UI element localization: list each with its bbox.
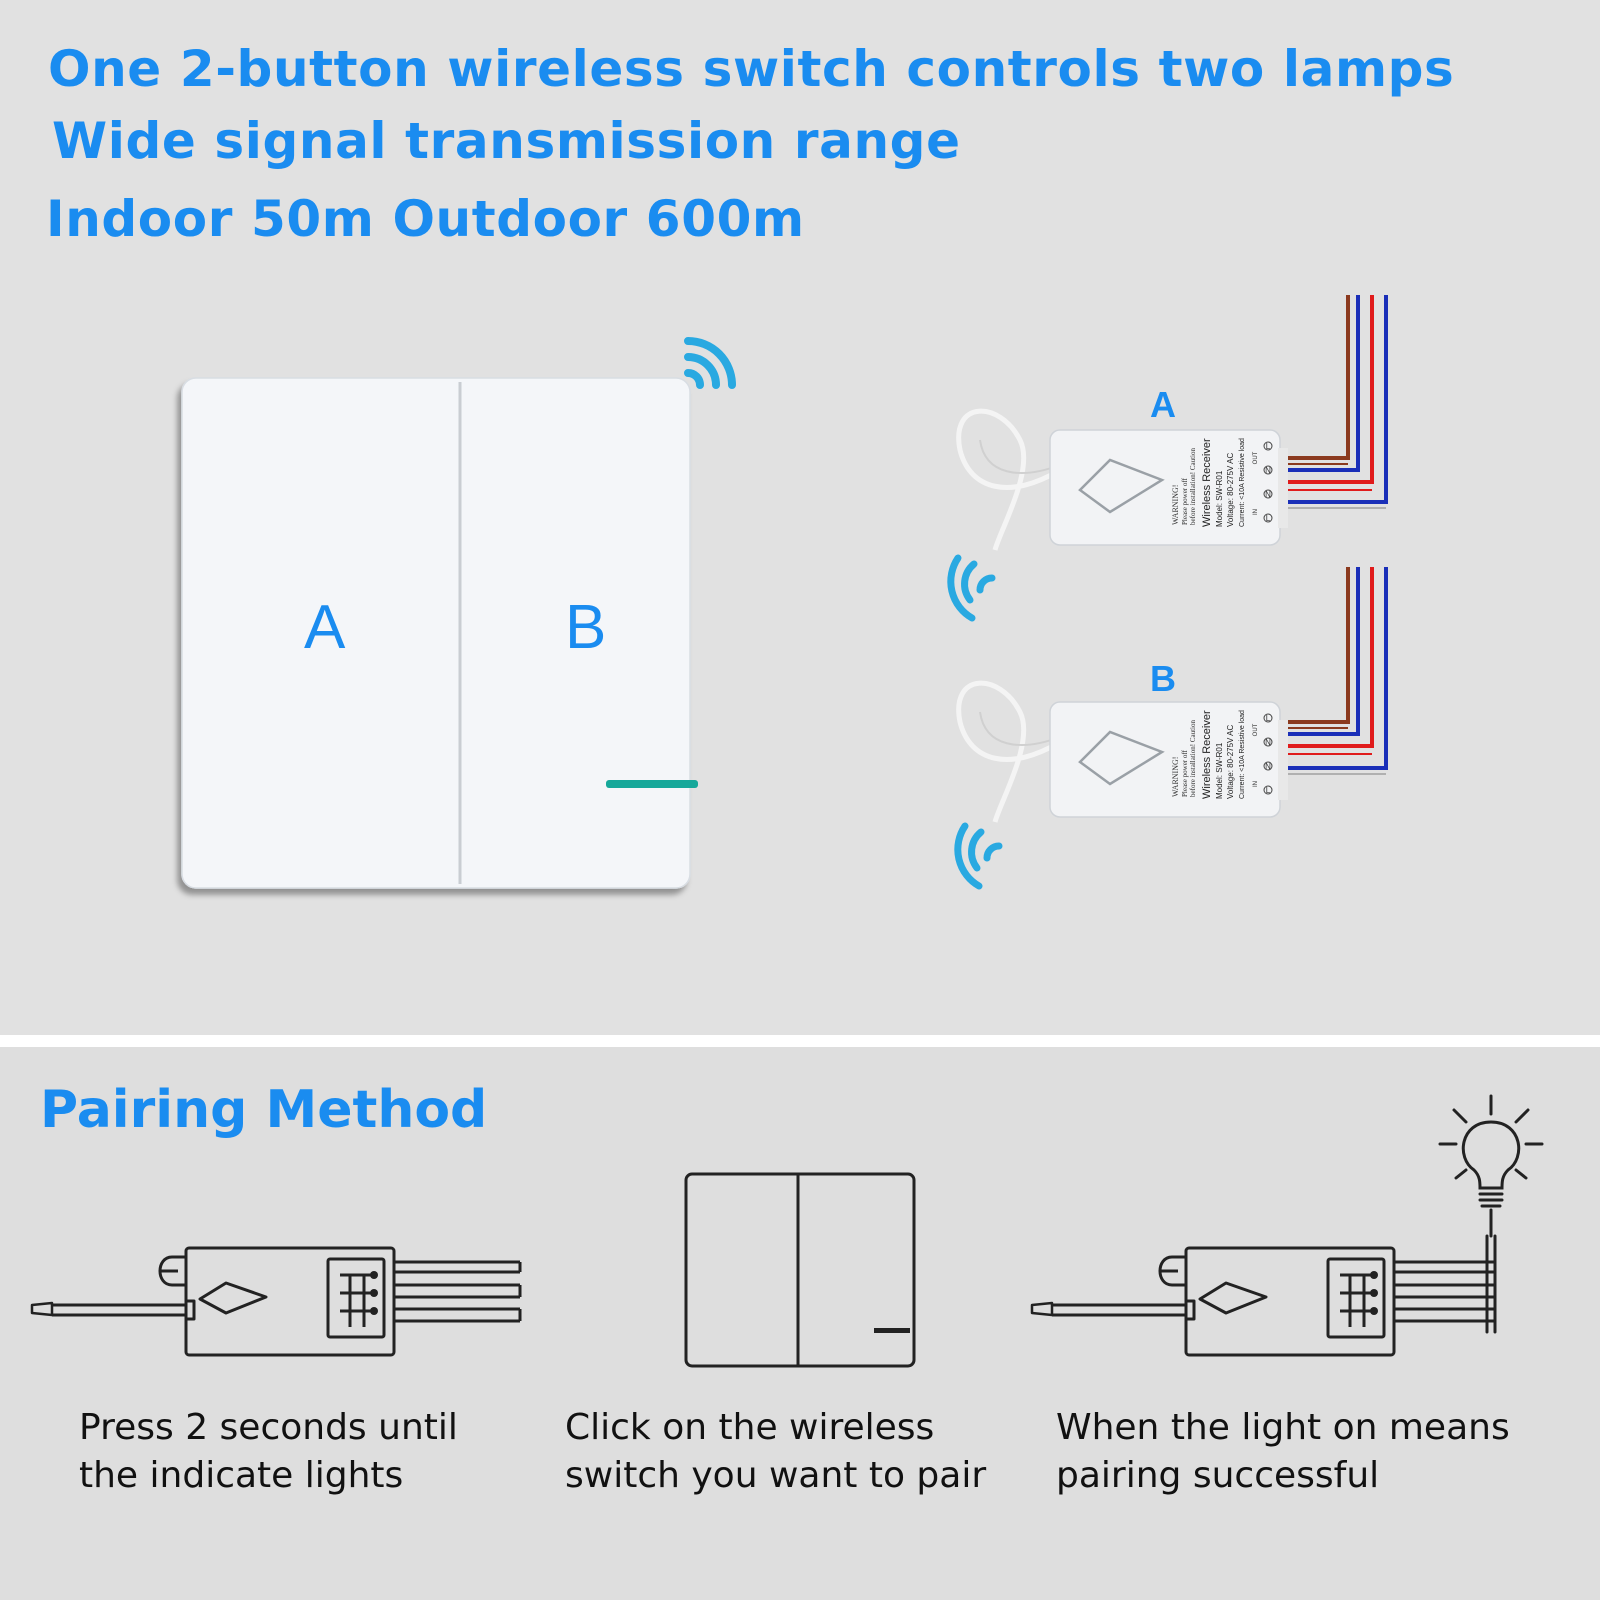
receiver-logo-icon <box>1078 458 1165 514</box>
receiver-wires <box>1288 295 1388 509</box>
receiver-logo-icon <box>1078 730 1165 786</box>
receiver-port-label: N <box>1265 466 1271 475</box>
receiver-spec-line: Model: SW-R01 <box>1215 470 1224 527</box>
receiver-a: WARNING! Please power off before install… <box>956 295 1388 551</box>
receiver-warning-line: WARNING! <box>1171 485 1180 525</box>
receiver-port-label: L <box>1266 786 1271 795</box>
step1-receiver-diagram <box>30 1246 522 1357</box>
wireless-wall-switch <box>181 377 698 889</box>
step-3-line-1: When the light on means <box>1056 1407 1510 1448</box>
receiver-port-label: N <box>1265 490 1271 499</box>
receiver-spec-line: Model: SW-R01 <box>1215 742 1224 799</box>
bottom-panel <box>0 1047 1600 1600</box>
light-bulb-icon <box>1438 1094 1544 1334</box>
receiver-spec-line: Wireless Receiver <box>1201 710 1213 799</box>
button-a-label: A <box>304 593 346 662</box>
step-2-caption: Click on the wireless switch you want to… <box>565 1404 986 1500</box>
signal-wave-icon <box>954 822 1003 890</box>
receiver-antenna <box>956 680 1062 823</box>
receiver-port-tag: IN <box>1253 781 1259 787</box>
receiver-port-label: N <box>1265 762 1271 771</box>
step-1-line-2: the indicate lights <box>79 1455 404 1496</box>
receiver-warning-line: Please power off <box>1181 477 1189 525</box>
indicator-light-bar <box>606 780 698 788</box>
receiver-spec-line: Current: <10A Resistive load <box>1239 710 1246 799</box>
receiver-port-tag: OUT <box>1253 451 1259 464</box>
receiver-port-label: L <box>1266 514 1271 523</box>
receiver-wires <box>1288 567 1388 775</box>
step-3-line-2: pairing successful <box>1056 1455 1380 1496</box>
receiver-spec-line: Wireless Receiver <box>1201 438 1213 527</box>
receiver-a-label: A <box>1150 384 1176 425</box>
headline-line-3: Indoor 50m Outdoor 600m <box>46 190 805 248</box>
receiver-antenna <box>956 408 1062 551</box>
step-1-line-1: Press 2 seconds until <box>79 1407 458 1448</box>
signal-wave-icon <box>947 554 996 622</box>
receiver-spec-line: Voltage: 80-275V AC <box>1226 453 1235 528</box>
receiver-warning-line: Please power off <box>1181 749 1189 797</box>
step-3-caption: When the light on means pairing successf… <box>1056 1404 1510 1500</box>
step-1-caption: Press 2 seconds until the indicate light… <box>79 1404 458 1500</box>
receiver-port-label: L <box>1266 442 1271 451</box>
section-divider <box>0 1035 1600 1047</box>
switch-plate <box>181 377 691 889</box>
receiver-spec-line: Current: <10A Resistive load <box>1239 438 1246 527</box>
receiver-warning-line: before installation! Caution <box>1189 720 1197 797</box>
receiver-port-tag: OUT <box>1253 723 1259 736</box>
receiver-b: WARNING! Please power off before install… <box>956 567 1388 823</box>
headline-line-1: One 2-button wireless switch controls tw… <box>48 40 1455 98</box>
button-b-label: B <box>565 593 607 662</box>
signal-wave-icon <box>684 337 736 389</box>
step-2-line-1: Click on the wireless <box>565 1407 935 1448</box>
step2-indicator-bar <box>874 1328 910 1333</box>
receiver-warning-line: before installation! Caution <box>1189 448 1197 525</box>
receiver-port-tag: IN <box>1253 509 1259 515</box>
step-2-line-2: switch you want to pair <box>565 1455 987 1496</box>
step3-receiver-diagram <box>1030 1246 1496 1357</box>
receiver-port-label: N <box>1265 738 1271 747</box>
receiver-warning-line: WARNING! <box>1171 757 1180 797</box>
receiver-port-label: L <box>1266 714 1271 723</box>
receiver-spec-line: Voltage: 80-275V AC <box>1226 725 1235 800</box>
step2-switch-diagram <box>684 1172 916 1368</box>
receiver-b-label: B <box>1150 658 1176 699</box>
pairing-method-title: Pairing Method <box>40 1080 488 1140</box>
headline-line-2: Wide signal transmission range <box>52 112 961 170</box>
